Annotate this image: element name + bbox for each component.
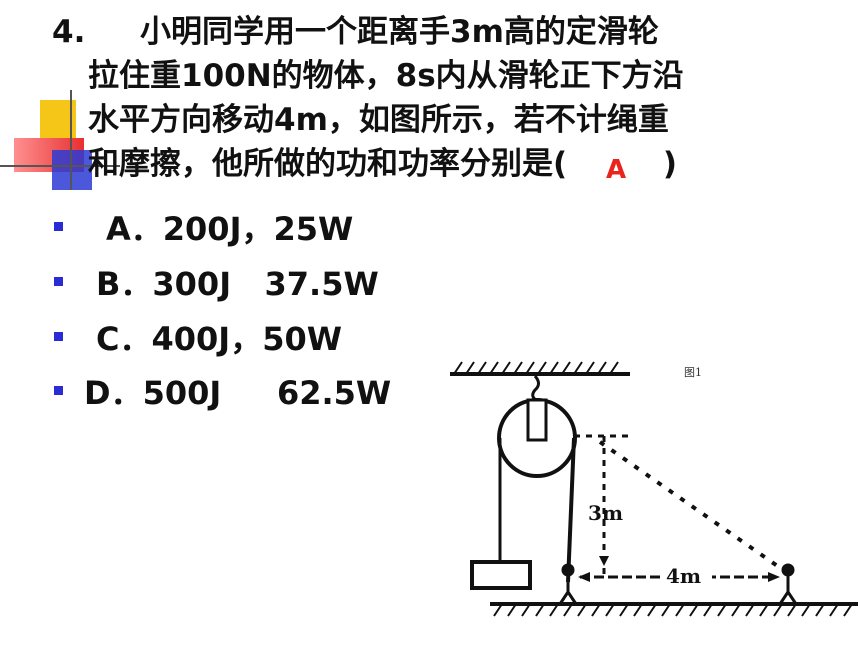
close-paren: )	[662, 146, 678, 182]
person-icon	[558, 563, 578, 605]
ceiling	[450, 361, 630, 376]
question-line-4: 和摩擦，他所做的功和功率分别是( A )	[52, 142, 842, 188]
pulley-hook	[531, 375, 540, 402]
bullet-icon	[54, 222, 63, 231]
question-text-4: 和摩擦，他所做的功和功率分别是(	[88, 146, 568, 182]
option-c: C．400J，50W	[96, 314, 342, 360]
option-c-label: C	[96, 320, 120, 358]
pulley-axle	[526, 398, 548, 442]
question-text-1: 小明同学用一个距离手3m高的定滑轮	[140, 14, 659, 50]
option-c-text: ．400J，50W	[119, 320, 343, 358]
distance-label-bg	[664, 566, 712, 588]
question-block: 4. 小明同学用一个距离手3m高的定滑轮 拉住重100N的物体，8s内从滑轮正下方…	[52, 10, 842, 188]
deco-horizontal-line	[0, 165, 120, 167]
option-d: D．500J 62.5W	[84, 368, 391, 414]
option-d-text: ．500J 62.5W	[110, 374, 392, 412]
option-a-text: ．200J，25W	[130, 210, 354, 248]
question-line-3: 水平方向移动4m，如图所示，若不计绳重	[88, 102, 669, 138]
question-number: 4.	[52, 14, 86, 50]
option-d-label: D	[84, 374, 111, 412]
option-b: B．300J 37.5W	[96, 259, 379, 305]
height-label: 3m	[588, 501, 623, 525]
question-line-2: 拉住重100N的物体，8s内从滑轮正下方沿	[88, 58, 684, 94]
dashed-diagonal	[598, 440, 788, 574]
option-a: A．200J，25W	[106, 204, 353, 250]
answer-mark: A	[605, 155, 627, 185]
arrow-down-icon	[599, 556, 609, 566]
question-line-1: 4. 小明同学用一个距离手3m高的定滑轮	[52, 10, 842, 54]
pulley-figure: 3m 4m	[450, 361, 858, 617]
ground	[490, 602, 858, 617]
arrow-left-icon	[578, 572, 590, 582]
figure-caption: 图1	[684, 366, 702, 379]
person-moved-icon	[778, 563, 798, 605]
deco-blue-square	[52, 150, 92, 190]
deco-vertical-line	[70, 90, 72, 190]
option-b-text: ．300J 37.5W	[120, 265, 379, 303]
option-a-label: A	[106, 210, 131, 248]
bullet-icon	[54, 277, 63, 286]
distance-label: 4m	[666, 564, 701, 588]
bullet-icon	[54, 386, 63, 395]
arrow-right-icon	[768, 572, 780, 582]
option-b-label: B	[96, 265, 121, 303]
bullet-icon	[54, 332, 63, 341]
weight-block	[470, 560, 532, 590]
rope-right	[566, 437, 576, 583]
